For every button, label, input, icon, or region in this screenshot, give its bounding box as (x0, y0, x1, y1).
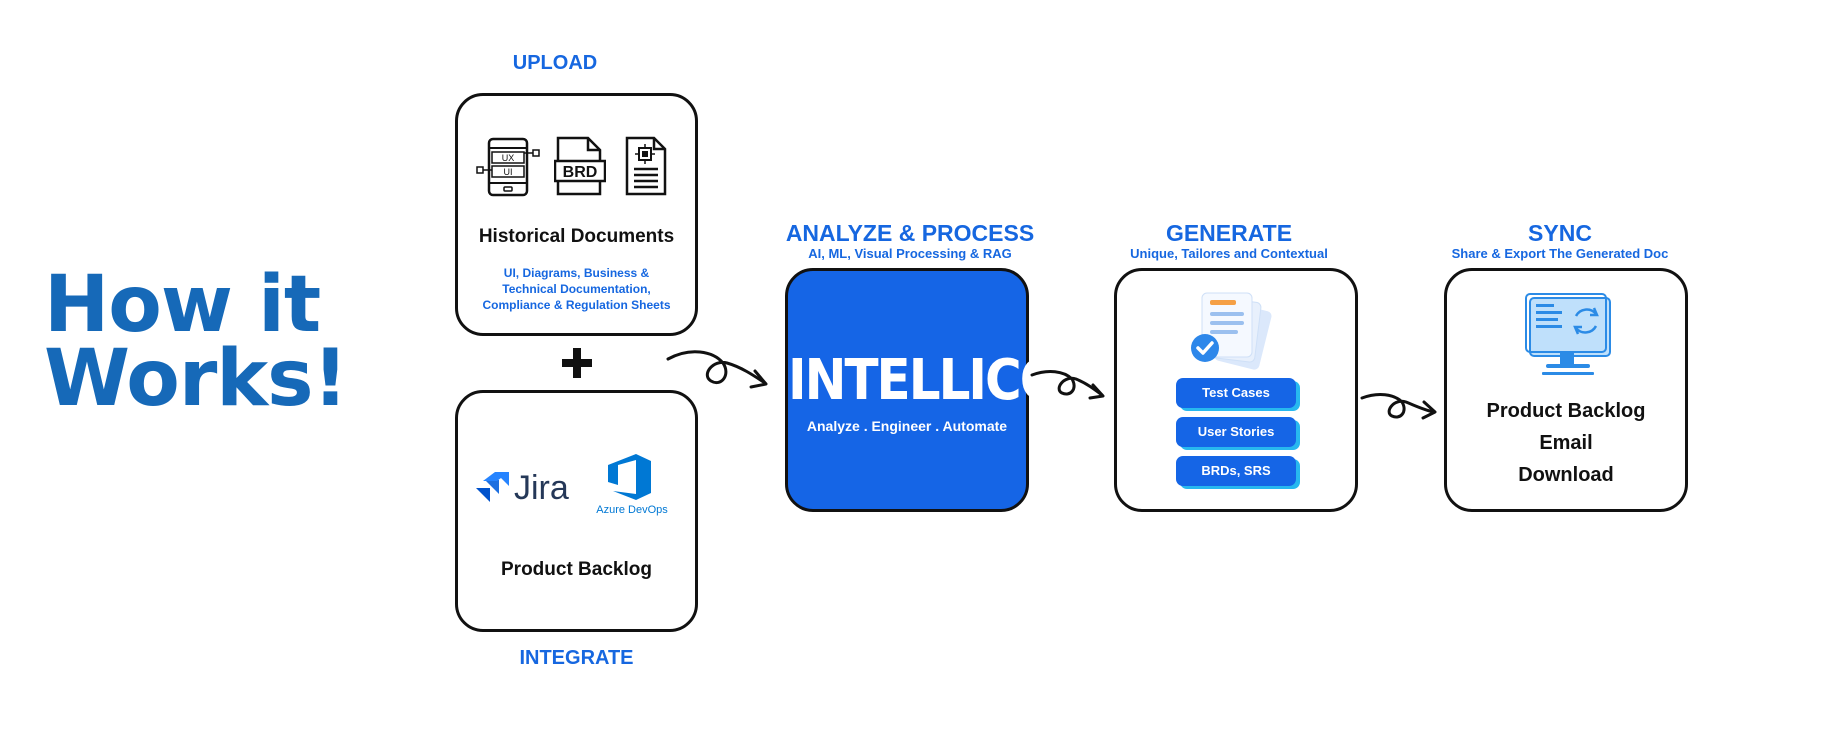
headline: How it Works! (44, 260, 348, 424)
upload-card-desc: UI, Diagrams, Business & Technical Docum… (458, 265, 695, 313)
intellico-card: INTELLICO Analyze . Engineer . Automate (785, 268, 1062, 512)
generate-sub: Unique, Tailores and Contextual (1130, 246, 1328, 261)
loop-arrow-3 (1360, 393, 1437, 420)
compliance-doc-icon (625, 136, 667, 196)
upload-card-title: Historical Documents (478, 226, 675, 247)
sync-card: Product Backlog Email Download (1444, 268, 1688, 512)
brd-doc-icon: BRD (554, 136, 606, 196)
sync-item-email: Email (1539, 432, 1593, 454)
monitor-sync-icon (1525, 293, 1611, 375)
jira-logo-icon (476, 472, 509, 502)
analyze-label: ANALYZE & PROCESS (785, 220, 1035, 246)
upload-desc-line-1: UI, Diagrams, Business & (503, 266, 650, 280)
loop-arrow-2 (1030, 370, 1105, 400)
integrate-card-title: Product Backlog (501, 559, 652, 580)
brd-text: BRD (563, 164, 598, 181)
ux-ui-icon: UX UI (476, 137, 540, 197)
documents-check-icon (1191, 292, 1272, 370)
generate-item-user-stories: User Stories (1176, 417, 1296, 447)
generate-item-brds-srs: BRDs, SRS (1176, 456, 1296, 486)
analyze-sub: AI, ML, Visual Processing & RAG (808, 246, 1012, 261)
sync-sub: Share & Export The Generated Doc (1451, 246, 1669, 261)
sync-items: Product Backlog Email Download (1447, 395, 1685, 491)
ux-text: UX (502, 153, 515, 163)
intellico-tagline: Analyze . Engineer . Automate (806, 418, 1008, 434)
jira-label: Jira (514, 469, 569, 507)
integrate-card: Jira Azure DevOps Product Backlog (455, 390, 698, 632)
ui-text: UI (504, 167, 513, 177)
generate-label: GENERATE (1165, 220, 1293, 246)
generate-item-test-cases: Test Cases (1176, 378, 1296, 408)
loop-arrow-1 (666, 350, 768, 389)
plus-icon (562, 348, 592, 378)
upload-label: UPLOAD (512, 52, 598, 74)
azure-devops-logo-icon (608, 454, 651, 500)
azure-devops-label: Azure DevOps (596, 504, 668, 516)
headline-line-1: How it (44, 260, 321, 350)
sync-label: SYNC (1528, 220, 1592, 246)
intellico-brand: INTELLICO (788, 347, 1062, 413)
upload-desc-line-3: Compliance & Regulation Sheets (482, 298, 671, 312)
integrate-label: INTEGRATE (519, 647, 634, 669)
headline-line-2: Works! (44, 334, 348, 424)
sync-item-download: Download (1518, 464, 1614, 486)
sync-item-product-backlog: Product Backlog (1486, 400, 1646, 422)
upload-desc-line-2: Technical Documentation, (502, 282, 651, 296)
upload-card: UX UI BRD Historical Documents UI, Diagr… (455, 93, 698, 336)
